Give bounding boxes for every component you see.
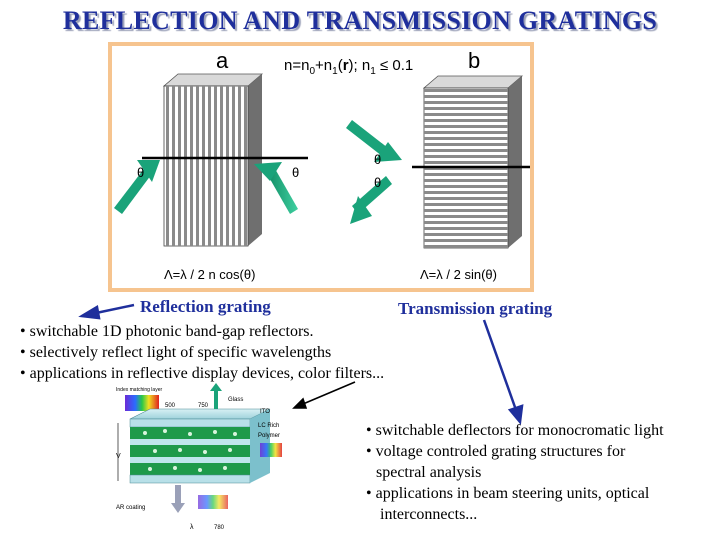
voltage-label: V <box>116 453 121 460</box>
reflected-beam-a <box>114 160 160 214</box>
label-b: b <box>468 48 480 73</box>
theta-b-bottom: θ <box>374 175 381 190</box>
reflection-bullet-list: • switchable 1D photonic band-gap reflec… <box>20 321 384 384</box>
polymer-label: Polymer <box>258 433 280 439</box>
transmission-grating-caption: Transmission grating <box>398 299 553 318</box>
side-spectrum <box>260 443 282 457</box>
tick-780: 780 <box>214 525 225 531</box>
formula-a: Λ=λ / 2 n cos(θ) <box>164 267 255 282</box>
theta-a-right: θ <box>292 165 299 180</box>
glass-label: Glass <box>228 397 243 403</box>
arrow-head <box>78 304 101 320</box>
lambda-label: λ <box>190 524 194 531</box>
theta-b-top: θ <box>374 152 381 167</box>
arrow-head <box>507 404 524 426</box>
page-title: REFLECTION AND TRANSMISSION GRATINGS <box>62 6 658 35</box>
arrow-head <box>292 397 308 409</box>
list-item: • voltage controled grating structures f… <box>366 443 626 460</box>
arrow-to-device <box>302 381 356 405</box>
incident-beam-b <box>346 120 402 162</box>
display-device-illustration: Index matching layer 500 750 Glass ITO L… <box>110 383 290 533</box>
reflection-grating-caption: Reflection grating <box>140 297 271 316</box>
reflection-grating-block <box>162 73 264 247</box>
grating-figure-panel: a b n=n0+n1(r); n1 ≤ 0.1 <box>108 42 540 292</box>
label-a: a <box>216 48 229 73</box>
transmission-bullet-list: • switchable deflectors for monocromatic… <box>366 420 711 525</box>
list-item: • selectively reflect light of specific … <box>20 344 332 361</box>
transmitted-beam-b <box>350 176 392 224</box>
list-item: interconnects... <box>380 506 478 523</box>
formula-b: Λ=λ / 2 sin(θ) <box>420 267 497 282</box>
index-equation: n=n0+n1(r); n1 ≤ 0.1 <box>284 57 413 77</box>
ito-label: ITO <box>260 409 270 415</box>
theta-a-left: θ <box>137 165 144 180</box>
arrow-to-transmission-bullets <box>482 319 518 411</box>
tick-500: 500 <box>165 403 176 409</box>
list-item: spectral analysis <box>376 464 482 481</box>
list-item: • applications in reflective display dev… <box>20 365 385 382</box>
incident-beam-a <box>254 162 298 214</box>
list-item: • switchable 1D photonic band-gap reflec… <box>20 323 314 340</box>
index-matching-label: Index matching layer <box>116 387 162 393</box>
bottom-spectrum <box>198 495 228 509</box>
arrow-to-reflection-bullets <box>95 303 135 315</box>
ar-coating-label: AR coating <box>116 505 145 511</box>
lc-rich-label: LC Rich <box>258 423 279 429</box>
grating-figure: a b n=n0+n1(r); n1 ≤ 0.1 <box>114 48 540 282</box>
list-item: • applications in beam steering units, o… <box>366 485 650 502</box>
list-item: • switchable deflectors for monocromatic… <box>366 422 664 439</box>
tick-750: 750 <box>198 403 209 409</box>
spectrum-bar <box>125 395 159 411</box>
